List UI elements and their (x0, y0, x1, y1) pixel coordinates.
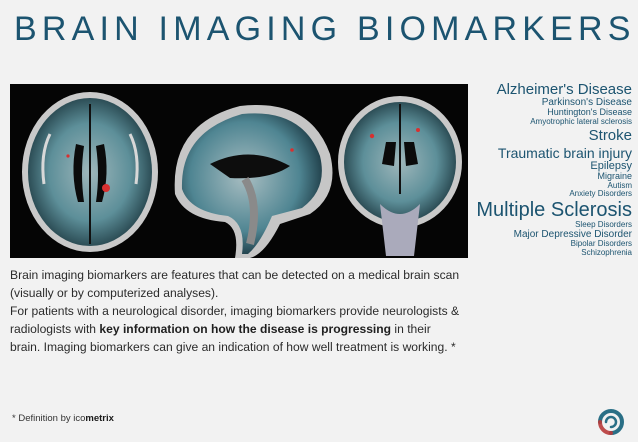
footnote: * Definition by icometrix (12, 413, 114, 424)
description-line-2-start: For patients with a neurological disorde… (10, 304, 460, 336)
disease-item: Stroke (588, 127, 632, 145)
footnote-prefix: * Definition by ico (12, 413, 86, 424)
sagittal-brain-slice (174, 105, 333, 258)
disease-item: Alzheimer's Disease (496, 81, 632, 98)
disease-item: Parkinson's Disease (541, 96, 632, 108)
description-line-2-end: in their brain. Imaging biomarkers can g… (10, 322, 456, 354)
axial-brain-slice (22, 92, 158, 252)
disease-item: Amyotrophic lateral sclerosis (530, 116, 632, 126)
brain-scan-image (10, 84, 468, 258)
disease-item: Sleep Disorders (575, 220, 632, 230)
disease-item: Huntington's Disease (547, 107, 632, 118)
description: Brain imaging biomarkers are features th… (10, 266, 460, 356)
description-highlight: key information on how the disease is pr… (99, 322, 392, 336)
disease-item: Anxiety Disorders (569, 188, 632, 198)
disease-item: Migraine (597, 171, 632, 182)
disease-item: Major Depressive Disorder (513, 228, 632, 240)
description-line-1: Brain imaging biomarkers are features th… (10, 268, 460, 300)
footnote-brand: metrix (85, 413, 114, 424)
disease-item: Bipolar Disorders (570, 239, 632, 249)
coronal-brain-slice (338, 96, 462, 256)
disease-item: Epilepsy (590, 159, 632, 172)
page-title: BRAIN IMAGING BIOMARKERS (14, 10, 636, 48)
disease-item: Autism (607, 180, 632, 190)
disease-item: Multiple Sclerosis (476, 199, 632, 222)
brain-scan-illustration (22, 92, 462, 258)
description-line-2: For patients with a neurological disorde… (10, 302, 460, 356)
disease-item: Traumatic brain injury (497, 144, 632, 161)
disease-item: Schizophrenia (581, 247, 632, 257)
icometrix-logo-icon (598, 409, 624, 435)
